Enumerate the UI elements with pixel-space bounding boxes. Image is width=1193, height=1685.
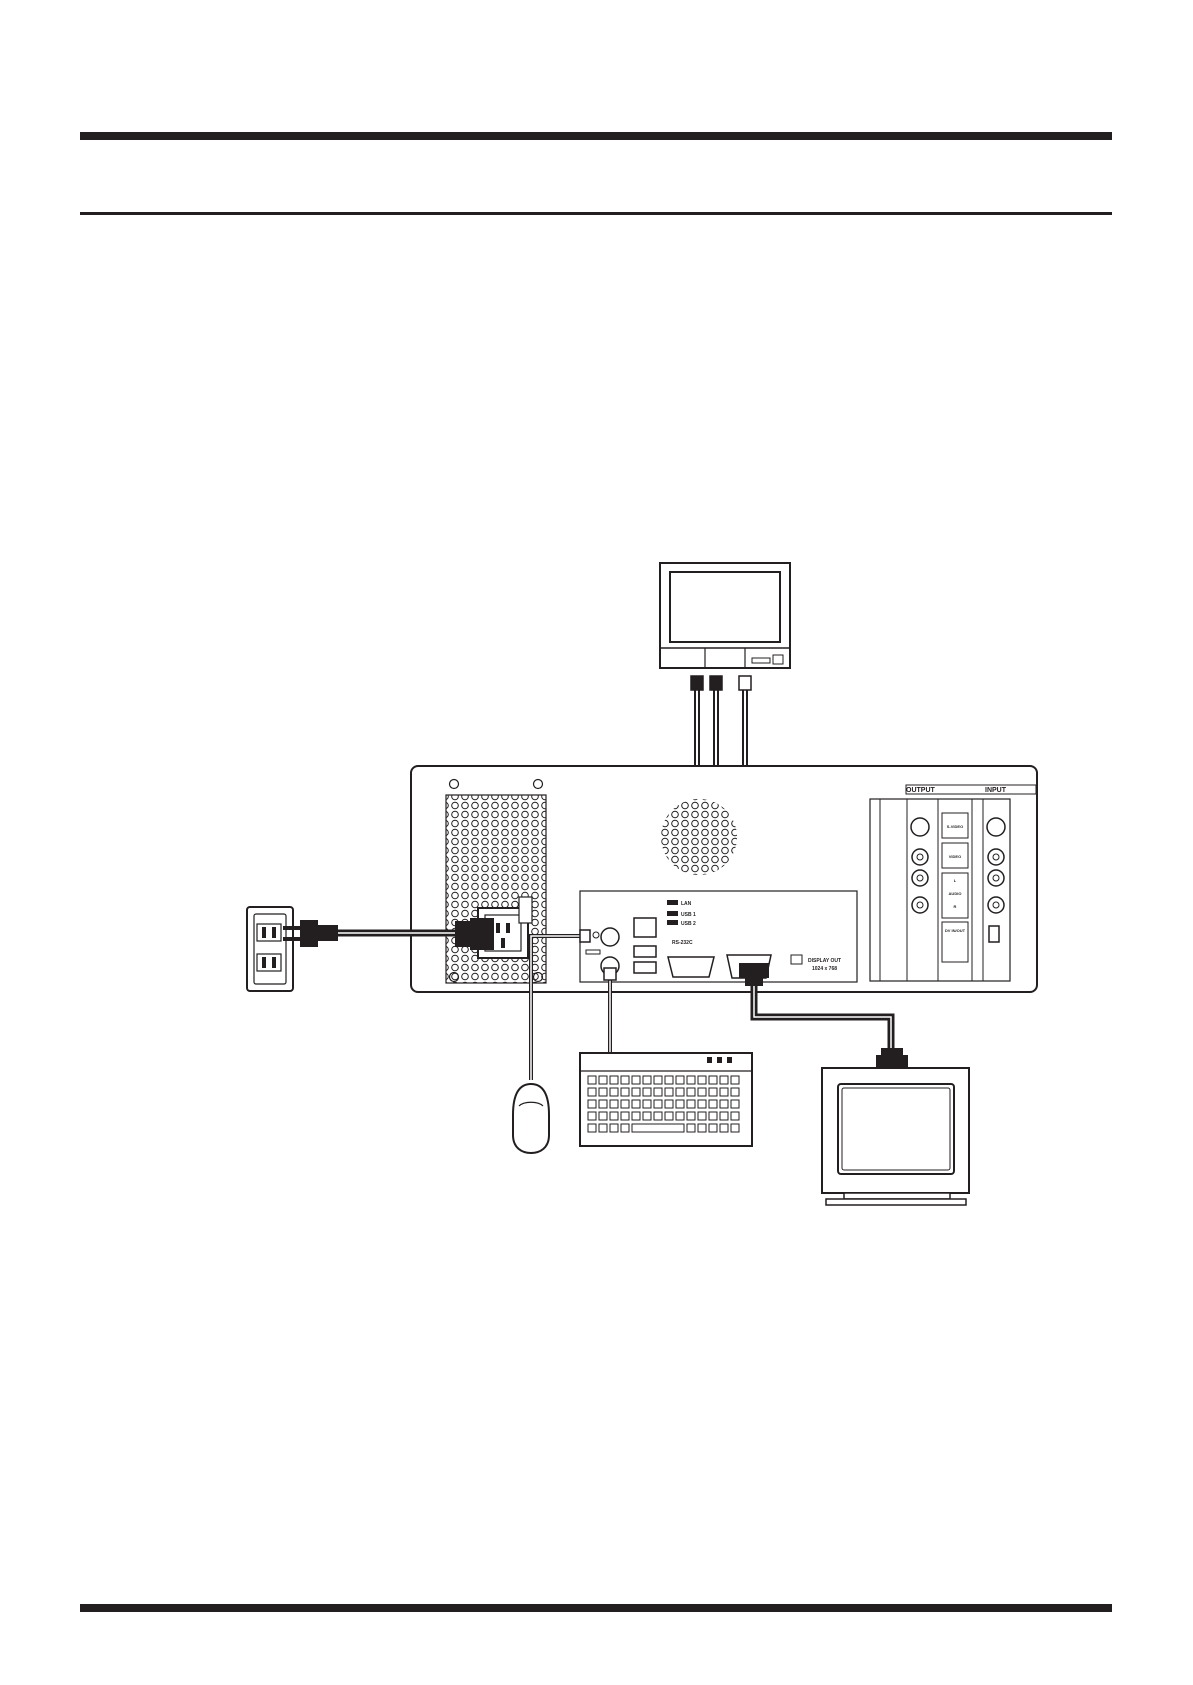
rs232c-label: RS-232C (672, 940, 693, 946)
pc-rear-panel (411, 766, 1037, 992)
audio-label: AUDIO (949, 891, 962, 896)
svideo-label: S-VIDEO (947, 824, 963, 829)
keyboard-cable (604, 968, 616, 1053)
display-out-label: DISPLAY OUT (808, 958, 841, 964)
mouse (513, 1084, 549, 1153)
output-label: OUTPUT (906, 787, 936, 794)
pc-monitor (822, 1068, 969, 1205)
video-label: VIDEO (949, 854, 961, 859)
usb2-label: USB 2 (681, 921, 696, 927)
audio-r-label: R (954, 904, 957, 909)
wall-outlet (247, 907, 293, 991)
tv-monitor (660, 563, 790, 668)
dv-in-out-label: DV IN/OUT (945, 928, 966, 933)
display-resolution-label: 1024 x 768 (812, 966, 837, 972)
input-label: INPUT (985, 787, 1007, 794)
lan-label: LAN (681, 901, 692, 907)
power-cable (283, 918, 494, 950)
usb1-label: USB 1 (681, 912, 696, 918)
keyboard (580, 1053, 752, 1146)
